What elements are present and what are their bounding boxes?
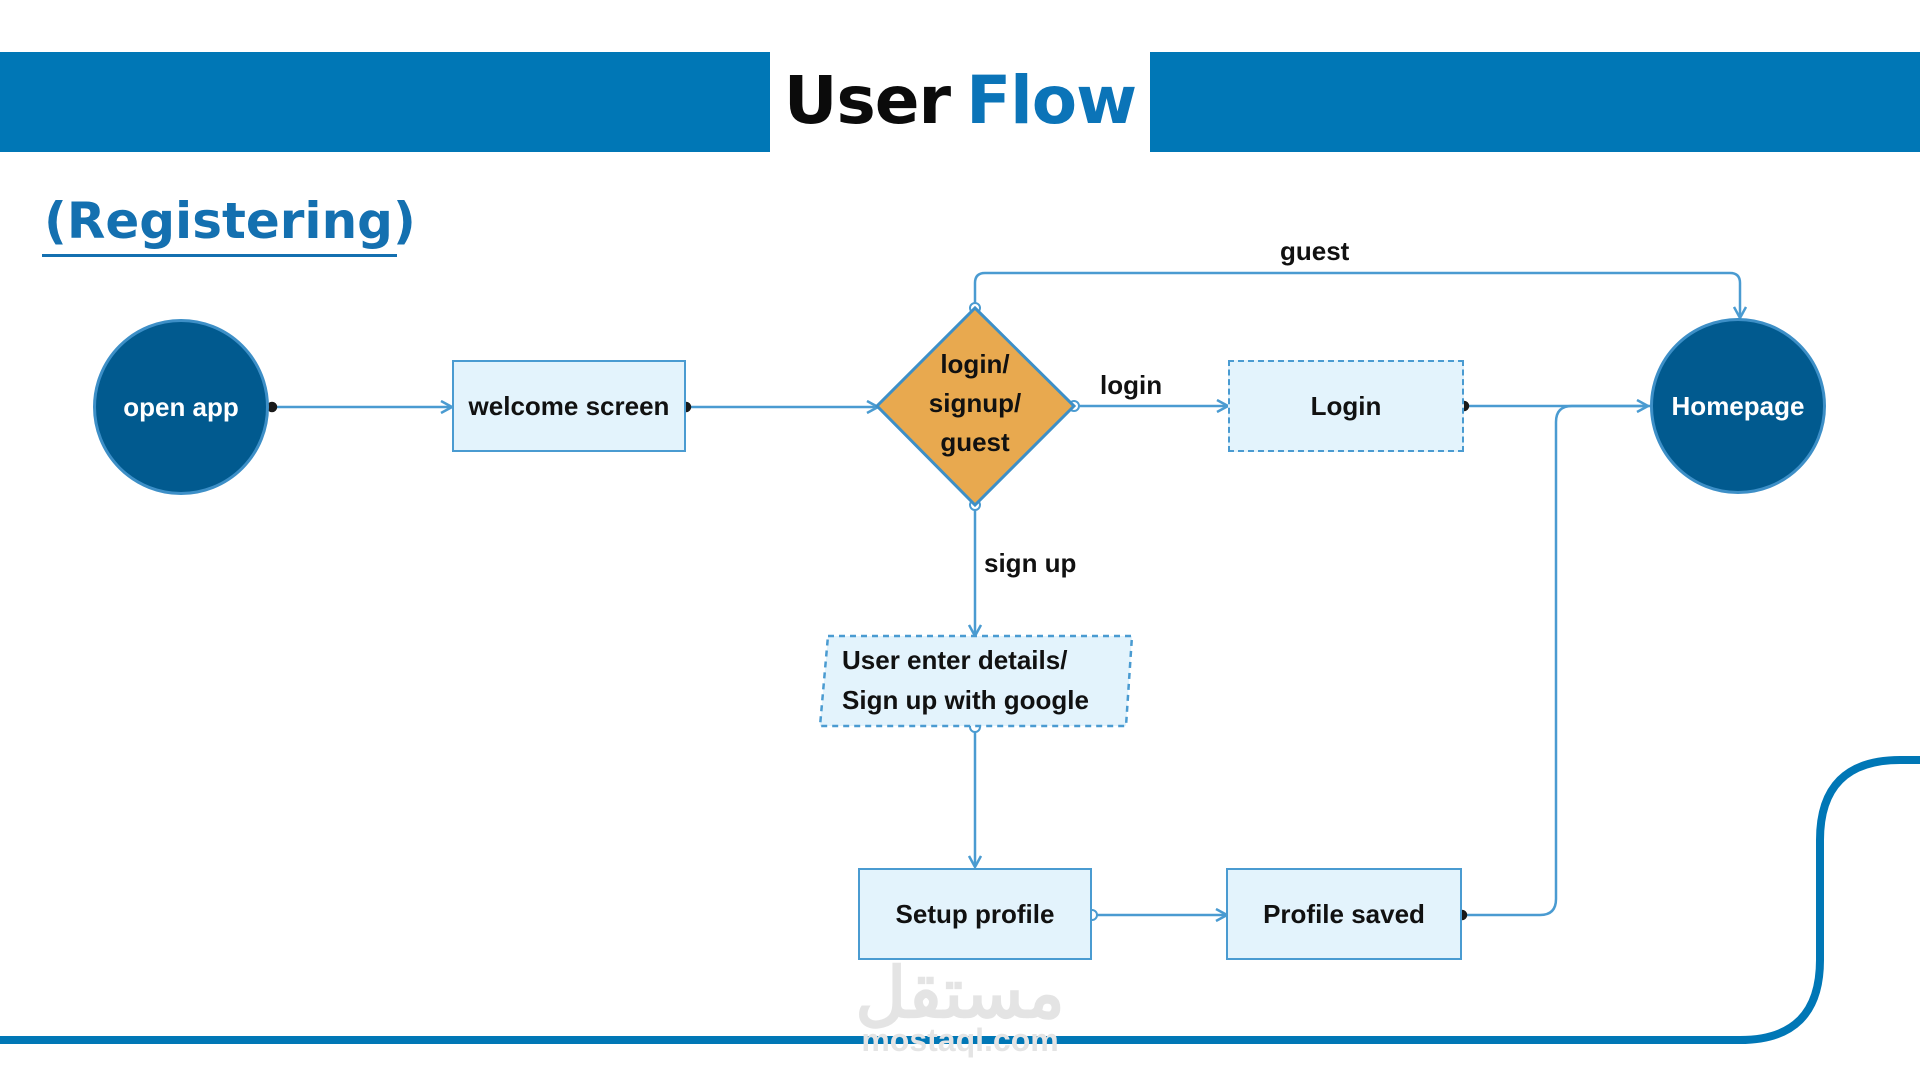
decision-line-2: signup/ [928,388,1022,418]
user-details-parallelogram [818,634,1134,728]
watermark-logo: مستقل [855,954,1065,1032]
section-subtitle: (Registering) [44,192,416,250]
header-band-left [0,52,770,152]
edge-saved-to-homepage [1462,404,1650,917]
details-line-2: Sign up with google [842,685,1089,715]
bottom-decor-line [0,756,1920,1044]
node-login: Login [1228,360,1464,452]
watermark-site: mostaql.com [861,1022,1059,1058]
decision-line-1: login/ [940,349,1010,379]
edge-label-guest: guest [1280,236,1350,266]
page-title: User Flow [770,50,1150,150]
title-word-user: User [783,61,951,139]
node-profile-saved: Profile saved [1226,868,1462,960]
edge-guest-to-homepage [973,271,1740,318]
decision-diamond [874,305,1077,508]
node-user-details-label: User enter details/ Sign up with google [842,640,1122,720]
node-decision-label: login/ signup/ guest [905,345,1045,462]
details-line-1: User enter details/ [842,645,1068,675]
edge-label-login: login [1100,370,1163,400]
node-setup-profile: Setup profile [858,868,1092,960]
node-open-app: open app [93,319,269,495]
edge-label-signup: sign up [984,548,1077,578]
subtitle-underline [42,254,397,257]
node-welcome-screen: welcome screen [452,360,686,452]
decision-line-3: guest [940,427,1010,457]
header-band-right [1150,52,1920,152]
node-homepage: Homepage [1650,318,1826,494]
title-word-flow: Flow [966,61,1137,139]
